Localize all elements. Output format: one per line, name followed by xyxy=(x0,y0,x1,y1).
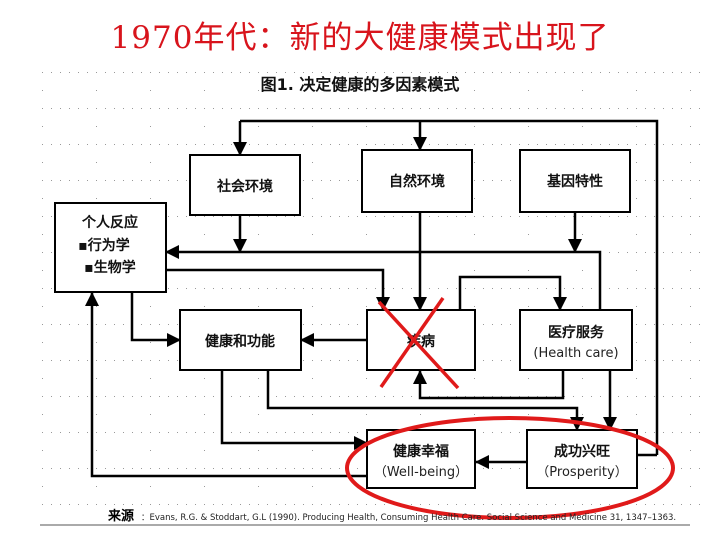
svg-text:医疗服务: 医疗服务 xyxy=(548,324,605,341)
box-natural-environment: 自然环境 xyxy=(361,149,473,213)
box-social-environment: 社会环境 xyxy=(189,154,301,216)
svg-text:社会环境: 社会环境 xyxy=(216,178,273,195)
box-prosperity: 成功兴旺 （Prosperity） xyxy=(526,429,638,489)
source-citation: ：Evans, R.G. & Stoddart, G.L (1990). Pro… xyxy=(141,513,676,523)
svg-text:健康幸福: 健康幸福 xyxy=(393,443,449,460)
svg-text:健康和功能: 健康和功能 xyxy=(205,333,275,350)
svg-text:（Prosperity）: （Prosperity） xyxy=(536,465,627,480)
box-disease: 疾病 xyxy=(366,309,476,371)
svg-text:▪生物学: ▪生物学 xyxy=(84,259,136,276)
feedback-top-line xyxy=(240,119,659,455)
svg-text:个人反应: 个人反应 xyxy=(81,214,138,231)
svg-text:(Health care): (Health care) xyxy=(533,346,618,361)
connectors xyxy=(85,119,659,478)
arrow-to-individual xyxy=(165,245,602,310)
svg-text:基因特性: 基因特性 xyxy=(547,173,603,190)
svg-text:自然环境: 自然环境 xyxy=(389,173,445,190)
slide-title: 1970年代：新的大健康模式出现了 xyxy=(110,20,610,56)
box-individual-response: 个人反应 ▪行为学 ▪生物学 xyxy=(54,202,167,293)
box-wellbeing: 健康幸福 （Well-being） xyxy=(366,429,476,489)
svg-text:（Well-being）: （Well-being） xyxy=(374,465,468,480)
box-health-care: 医疗服务 (Health care) xyxy=(519,309,633,371)
figure-title: 图1. 决定健康的多因素模式 xyxy=(261,75,460,94)
box-health-and-function: 健康和功能 xyxy=(179,309,302,371)
box-genetics: 基因特性 xyxy=(519,149,631,213)
arrow-to-individual-bottom xyxy=(85,292,367,478)
svg-text:▪行为学: ▪行为学 xyxy=(78,237,130,254)
source-label: 来源 xyxy=(107,508,134,524)
red-cross-mark xyxy=(377,296,460,390)
red-highlight-ellipse xyxy=(345,416,675,520)
svg-text:成功兴旺: 成功兴旺 xyxy=(554,443,610,460)
